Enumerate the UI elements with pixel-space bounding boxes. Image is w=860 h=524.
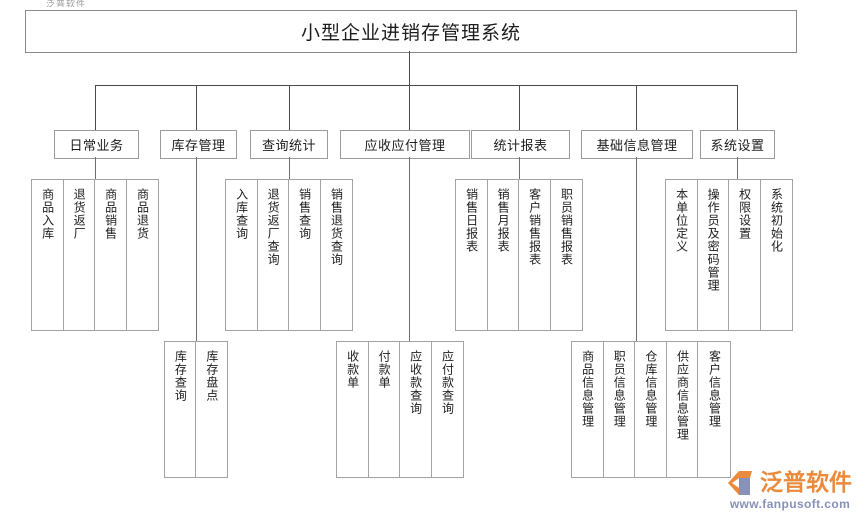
module-label: 查询统计 bbox=[261, 138, 316, 153]
breadcrumb: 泛普软件 bbox=[46, 0, 87, 7]
leaf-item[interactable]: 收款单 bbox=[337, 342, 369, 477]
leaf-item[interactable]: 应收款查询 bbox=[400, 342, 432, 477]
leaf-drop-system-settings bbox=[737, 157, 738, 179]
leaf-label: 职员销售报表 bbox=[559, 188, 574, 266]
leaf-label: 销售日报表 bbox=[464, 188, 479, 253]
leaf-drop-query-statistics bbox=[289, 157, 290, 179]
leaf-item[interactable]: 退货返厂查询 bbox=[257, 180, 289, 330]
module-system-settings[interactable]: 系统设置 bbox=[700, 130, 775, 159]
module-label: 统计报表 bbox=[493, 138, 548, 153]
leaf-label: 应收款查询 bbox=[408, 350, 423, 415]
leaf-label: 商品信息管理 bbox=[580, 350, 595, 428]
leafgroup-statistical-reports: 销售日报表 销售月报表 客户销售报表 职员销售报表 bbox=[455, 179, 583, 331]
leaf-item[interactable]: 库存盘点 bbox=[196, 342, 227, 477]
leaf-drop-inventory-management bbox=[196, 157, 197, 341]
leafgroup-query-statistics: 入库查询 退货返厂查询 销售查询 销售退货查询 bbox=[225, 179, 353, 331]
leaf-label: 商品退货 bbox=[135, 188, 150, 240]
watermark-brand: 泛普软件 bbox=[760, 469, 852, 496]
fanpu-logo-icon bbox=[728, 470, 752, 495]
bus-drop-receivable-payable bbox=[409, 85, 410, 130]
bus-drop-daily-business bbox=[95, 85, 96, 130]
leaf-label: 库存查询 bbox=[173, 350, 188, 402]
leaf-label: 系统初始化 bbox=[769, 188, 784, 253]
module-label: 日常业务 bbox=[69, 138, 124, 153]
module-label: 基础信息管理 bbox=[596, 138, 678, 153]
leaf-item[interactable]: 商品销售 bbox=[95, 180, 127, 330]
leaf-label: 仓库信息管理 bbox=[643, 350, 658, 428]
leaf-item[interactable]: 权限设置 bbox=[729, 180, 761, 330]
bus-drop-query-statistics bbox=[289, 85, 290, 130]
module-label: 系统设置 bbox=[710, 138, 765, 153]
leaf-label: 职员信息管理 bbox=[612, 350, 627, 428]
bus-drop-statistical-reports bbox=[519, 85, 520, 130]
leafgroup-receivable-payable: 收款单 付款单 应收款查询 应付款查询 bbox=[336, 341, 464, 478]
leaf-label: 客户信息管理 bbox=[707, 350, 722, 428]
leaf-item[interactable]: 操作员及密码管理 bbox=[697, 180, 729, 330]
page-title: 小型企业进销存管理系统 bbox=[300, 23, 521, 44]
system-title-box: 小型企业进销存管理系统 bbox=[25, 10, 797, 53]
leaf-label: 入库查询 bbox=[234, 188, 249, 240]
leaf-item[interactable]: 职员信息管理 bbox=[603, 342, 636, 477]
leaf-item[interactable]: 商品退货 bbox=[126, 180, 158, 330]
module-inventory-management[interactable]: 库存管理 bbox=[160, 130, 237, 159]
level1-bus bbox=[95, 85, 738, 86]
leaf-item[interactable]: 仓库信息管理 bbox=[635, 342, 667, 477]
leaf-label: 操作员及密码管理 bbox=[706, 188, 721, 292]
bus-drop-inventory-management bbox=[196, 85, 197, 130]
leaf-item[interactable]: 职员销售报表 bbox=[550, 180, 582, 330]
leaf-item[interactable]: 供应商信息管理 bbox=[666, 342, 699, 477]
watermark-url: www.fanpusoft.com bbox=[729, 497, 851, 511]
module-label: 库存管理 bbox=[171, 138, 226, 153]
leaf-label: 权限设置 bbox=[737, 188, 752, 240]
leaf-label: 退货返厂查询 bbox=[266, 188, 281, 266]
bus-drop-basic-information bbox=[636, 85, 637, 130]
leaf-item[interactable]: 销售日报表 bbox=[456, 180, 488, 330]
leaf-label: 商品销售 bbox=[103, 188, 118, 240]
leaf-item[interactable]: 客户信息管理 bbox=[698, 342, 731, 477]
leaf-label: 客户销售报表 bbox=[527, 188, 542, 266]
module-label: 应收应付管理 bbox=[364, 138, 446, 153]
module-basic-information[interactable]: 基础信息管理 bbox=[581, 130, 693, 159]
leaf-drop-daily-business bbox=[95, 157, 96, 179]
leaf-label: 销售查询 bbox=[297, 188, 312, 240]
bus-drop-system-settings bbox=[737, 85, 738, 130]
leafgroup-inventory-management: 库存查询 库存盘点 bbox=[164, 341, 228, 478]
leaf-label: 供应商信息管理 bbox=[675, 350, 690, 441]
module-daily-business[interactable]: 日常业务 bbox=[54, 130, 139, 159]
module-query-statistics[interactable]: 查询统计 bbox=[250, 130, 328, 159]
leaf-label: 库存盘点 bbox=[204, 350, 219, 402]
leaf-item[interactable]: 销售退货查询 bbox=[320, 180, 352, 330]
leaf-item[interactable]: 系统初始化 bbox=[760, 180, 792, 330]
leaf-label: 销售月报表 bbox=[496, 188, 511, 253]
leaf-label: 商品入库 bbox=[40, 188, 55, 240]
leaf-item[interactable]: 客户销售报表 bbox=[519, 180, 551, 330]
leaf-drop-basic-information bbox=[636, 157, 637, 341]
leaf-item[interactable]: 库存查询 bbox=[165, 342, 197, 477]
leaf-item[interactable]: 商品入库 bbox=[32, 180, 64, 330]
module-statistical-reports[interactable]: 统计报表 bbox=[471, 130, 570, 159]
leaf-item[interactable]: 商品信息管理 bbox=[572, 342, 604, 477]
module-receivable-payable[interactable]: 应收应付管理 bbox=[340, 130, 470, 159]
leafgroup-basic-information: 商品信息管理 职员信息管理 仓库信息管理 供应商信息管理 客户信息管理 bbox=[571, 341, 731, 478]
leaf-item[interactable]: 付款单 bbox=[368, 342, 400, 477]
leaf-label: 退货返厂 bbox=[72, 188, 87, 240]
leaf-item[interactable]: 本单位定义 bbox=[666, 180, 698, 330]
watermark: 泛普软件 www.fanpusoft.com bbox=[726, 466, 854, 518]
leaf-item[interactable]: 应付款查询 bbox=[431, 342, 463, 477]
leaf-label: 收款单 bbox=[345, 350, 360, 389]
trunk-connector bbox=[409, 51, 410, 85]
leafgroup-system-settings: 本单位定义 操作员及密码管理 权限设置 系统初始化 bbox=[665, 179, 793, 331]
leaf-item[interactable]: 销售月报表 bbox=[487, 180, 519, 330]
leaf-item[interactable]: 退货返厂 bbox=[63, 180, 95, 330]
leaf-item[interactable]: 销售查询 bbox=[289, 180, 321, 330]
leaf-label: 销售退货查询 bbox=[329, 188, 344, 266]
leaf-label: 付款单 bbox=[377, 350, 392, 389]
leafgroup-daily-business: 商品入库 退货返厂 商品销售 商品退货 bbox=[31, 179, 159, 331]
leaf-label: 本单位定义 bbox=[674, 188, 689, 253]
leaf-drop-statistical-reports bbox=[519, 157, 520, 179]
leaf-drop-receivable-payable bbox=[409, 157, 410, 341]
leaf-label: 应付款查询 bbox=[440, 350, 455, 415]
leaf-item[interactable]: 入库查询 bbox=[226, 180, 258, 330]
